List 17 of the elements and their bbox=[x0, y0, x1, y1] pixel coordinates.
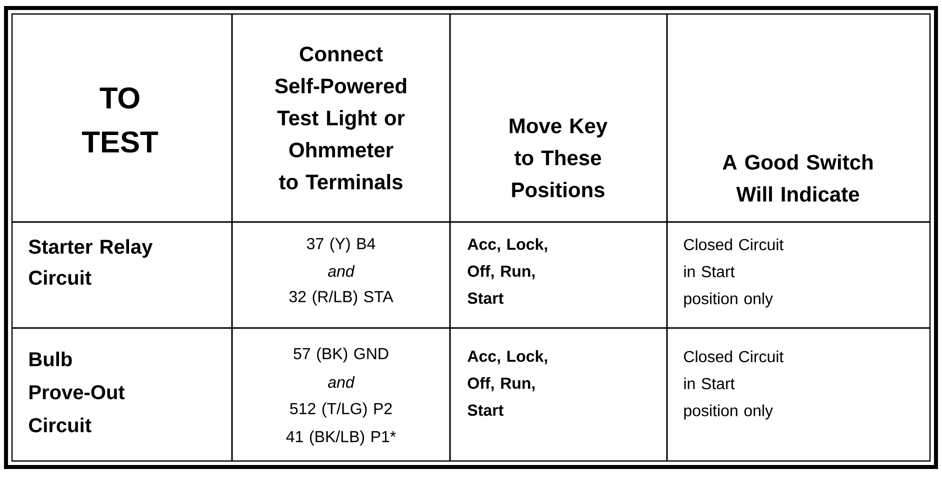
terminal-text: and bbox=[328, 376, 355, 388]
terminal-text: 37 (Y) B4 bbox=[306, 238, 376, 252]
column-heading: Connect Self-Powered Test Light or Ohmmeter to Terminals bbox=[275, 46, 406, 190]
result-text: Closed Circuit in Start position only bbox=[684, 350, 784, 420]
key-positions-text: Acc, Lock, Off, Run, Start bbox=[468, 238, 548, 304]
terminal-text: 41 (BK/LB) P1* bbox=[286, 430, 396, 446]
row-heading: Starter Relay Circuit bbox=[28, 239, 153, 285]
row-heading-title: TO TEST bbox=[82, 87, 158, 153]
column-heading: Move Key to These Positions bbox=[510, 118, 608, 198]
terminal-text: 32 (R/LB) STA bbox=[289, 290, 394, 306]
row-heading: Bulb Prove-Out Circuit bbox=[29, 352, 125, 432]
key-positions-text: Acc, Lock, Off, Run, Start bbox=[468, 350, 548, 416]
terminal-text: and bbox=[328, 265, 355, 277]
terminal-text: 512 (T/LG) P2 bbox=[290, 402, 392, 418]
column-heading: A Good Switch Will Indicate bbox=[722, 154, 873, 202]
terminal-text: 57 (BK) GND bbox=[294, 348, 388, 362]
result-text: Closed Circuit in Start position only bbox=[684, 238, 784, 308]
